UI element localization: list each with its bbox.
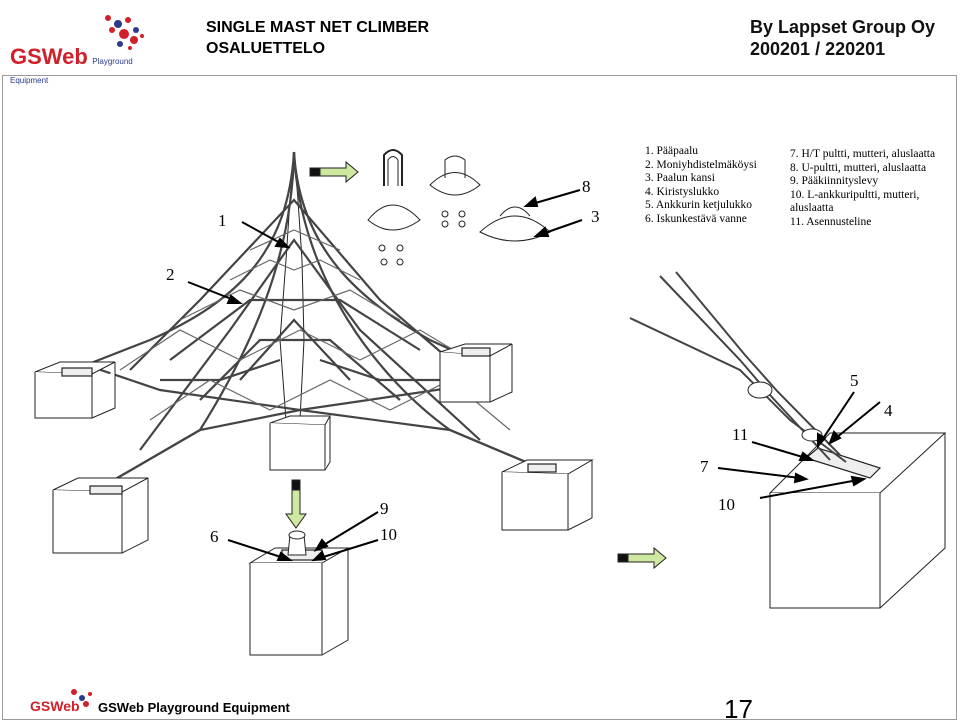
part-item: 8. U-pultti, mutteri, aluslaatta (790, 161, 927, 174)
parts-list-left: 1. Pääpaalu 2. Moniyhdistelmäköysi 3. Pa… (645, 145, 757, 227)
part-item: 9. Pääkiinnityslevy (790, 175, 879, 188)
part-item: 11. Asennusteline (790, 215, 872, 228)
footer-logo: GSWeb (30, 698, 80, 716)
drawing-frame (2, 75, 957, 720)
footer-text: GSWeb Playground Equipment (98, 700, 290, 715)
logo-brand: GSWeb (10, 44, 88, 69)
callout-11: 11 (732, 425, 749, 444)
doc-title: SINGLE MAST NET CLIMBER (206, 19, 430, 36)
footer-logo-brand: GSWeb (30, 698, 80, 714)
callout-3: 3 (591, 207, 600, 226)
part-item: 3. Paalun kansi (645, 172, 715, 185)
callout-10-right: 10 (718, 495, 735, 514)
logo-dots-icon (105, 15, 144, 50)
header-logo: GSWeb Playground Equipment (8, 8, 158, 85)
callout-4: 4 (884, 401, 893, 420)
part-item: 6. Iskunkestävä vanne (645, 212, 747, 225)
callout-5: 5 (850, 371, 859, 390)
company-name: By Lappset Group Oy (750, 17, 936, 37)
logo-tagline: Playground Equipment (10, 57, 133, 85)
product-codes: 200201 / 220201 (750, 39, 886, 59)
part-item: 4. Kiristyslukko (645, 185, 720, 198)
page-number: 17 (724, 694, 753, 724)
callout-1: 1 (218, 211, 227, 230)
part-item: 7. H/T pultti, mutteri, aluslaatta (790, 148, 936, 160)
callout-2: 2 (166, 265, 175, 284)
callout-8: 8 (582, 177, 591, 196)
footer-logo-dots-icon (71, 689, 92, 707)
part-item: 10. L-ankkuripultti, mutteri, (790, 188, 920, 201)
part-item: 5. Ankkurin ketjulukko (645, 199, 753, 212)
part-item: 2. Moniyhdistelmäköysi (645, 158, 757, 171)
callout-6: 6 (210, 527, 219, 546)
callout-10-left: 10 (380, 525, 397, 544)
parts-list-right: 7. H/T pultti, mutteri, aluslaatta 8. U-… (790, 148, 935, 230)
callout-7: 7 (700, 457, 709, 476)
doc-subtitle: OSALUETTELO (206, 40, 326, 57)
part-item: 1. Pääpaalu (645, 145, 699, 157)
part-item: aluslaatta (790, 202, 834, 215)
callout-9: 9 (380, 499, 389, 518)
